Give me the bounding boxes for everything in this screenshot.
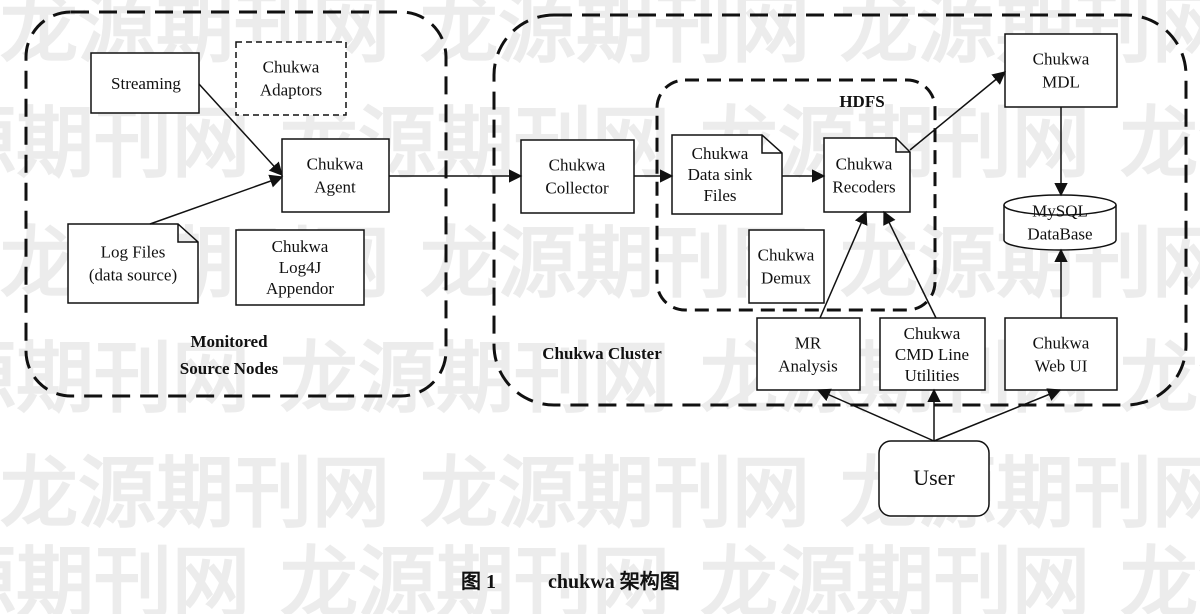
- streaming-label: Streaming: [111, 74, 181, 93]
- mr-analysis-box: [756, 317, 861, 391]
- arrow-logfiles-agent: [149, 174, 284, 225]
- arrow-user-webui: [933, 388, 1062, 442]
- watermark-text: 龙源期刊网: [280, 334, 670, 424]
- cluster-label: Chukwa Cluster: [542, 344, 662, 363]
- watermark-text: 龙源期刊网: [0, 449, 390, 539]
- web-ui-box: [1004, 317, 1118, 391]
- node-label-line: Chukwa: [307, 155, 364, 174]
- watermark-text: 龙源期刊网: [420, 0, 810, 74]
- arrow-mr-recorders: [819, 210, 868, 319]
- node-label-line: Recoders: [832, 178, 895, 197]
- arrow-cmd-recorders: [883, 210, 937, 319]
- node-label-line: Chukwa: [1033, 334, 1090, 353]
- mysql-label: MySQL DataBase: [1027, 202, 1092, 244]
- source-nodes-group: [24, 10, 448, 398]
- node-label-line: Appendor: [266, 279, 334, 298]
- node-label-line: Web UI: [1035, 357, 1088, 376]
- watermark-text: 龙源期刊网: [0, 539, 250, 614]
- node-label-line: Log Files: [101, 243, 166, 262]
- arrow-user-mr: [816, 388, 935, 442]
- collector-box: [520, 139, 635, 214]
- watermark-text: 龙源期刊网: [1120, 539, 1200, 614]
- node-label-line: Chukwa: [272, 237, 329, 256]
- watermark-text: 龙源期刊网: [420, 449, 810, 539]
- node-label-line: DataBase: [1027, 225, 1092, 244]
- node-label-line: Chukwa: [1033, 50, 1090, 69]
- source-nodes-label-line1: Monitored: [190, 332, 268, 351]
- data-sink-doc: [671, 134, 783, 215]
- node-label-line: Adaptors: [260, 81, 322, 100]
- source-nodes-label-line2: Source Nodes: [180, 359, 279, 378]
- cmd-utilities-box: [879, 317, 986, 391]
- watermark-text: 龙源期刊网: [280, 539, 670, 614]
- mdl-box: [1004, 33, 1118, 108]
- node-label-line: User: [913, 465, 955, 490]
- node-label-line: Utilities: [905, 366, 960, 385]
- user-label: User: [913, 465, 955, 490]
- node-label-line: Files: [703, 186, 736, 205]
- node-label-line: Log4J: [279, 258, 322, 277]
- figure-title: chukwa 架构图: [548, 569, 680, 593]
- watermark-text: 龙源期刊网: [420, 219, 810, 309]
- log4j-box: [235, 229, 365, 306]
- recorders-doc: [823, 137, 911, 213]
- log-files-label: Log Files (data source): [89, 243, 177, 285]
- hdfs-label: HDFS: [839, 92, 884, 111]
- node-label-line: Data sink: [688, 165, 753, 184]
- demux-box: [748, 229, 825, 304]
- arrow-streaming-agent: [198, 83, 283, 176]
- node-label-line: Agent: [314, 178, 356, 197]
- mr-analysis-label: MR Analysis: [778, 334, 838, 376]
- node-label-line: Demux: [761, 269, 812, 288]
- node-label-line: Chukwa: [692, 144, 749, 163]
- agent-box: [281, 138, 390, 213]
- adaptors-box: [235, 41, 347, 116]
- node-label-line: Chukwa: [758, 246, 815, 265]
- watermark-text: 龙源期刊网: [1120, 334, 1200, 424]
- figure-number: 图 1: [461, 570, 496, 593]
- node-label-line: MR: [795, 334, 822, 353]
- hdfs-group: [655, 78, 937, 312]
- watermark-text: 龙源期刊网: [0, 99, 250, 189]
- node-label-line: MDL: [1042, 73, 1080, 92]
- watermark-text: 龙源期刊网: [700, 539, 1090, 614]
- watermark-text: 龙源期刊网: [0, 334, 250, 424]
- streaming-box: [90, 52, 200, 114]
- node-label-line: Chukwa: [549, 156, 606, 175]
- node-label-line: Chukwa: [836, 155, 893, 174]
- cluster-group: [492, 13, 1188, 407]
- arrow-recorders-mdl: [909, 71, 1007, 151]
- node-label-line: Chukwa: [904, 324, 961, 343]
- node-label-line: Analysis: [778, 357, 838, 376]
- node-label-line: CMD Line: [895, 345, 969, 364]
- node-label-line: MySQL: [1032, 202, 1088, 221]
- node-label-line: (data source): [89, 266, 177, 285]
- watermark-text: 龙源期刊网: [1120, 99, 1200, 189]
- node-label-line: Streaming: [111, 74, 181, 93]
- log-files-doc: [67, 223, 199, 304]
- node-label-line: Collector: [545, 179, 609, 198]
- node-label-line: Chukwa: [263, 58, 320, 77]
